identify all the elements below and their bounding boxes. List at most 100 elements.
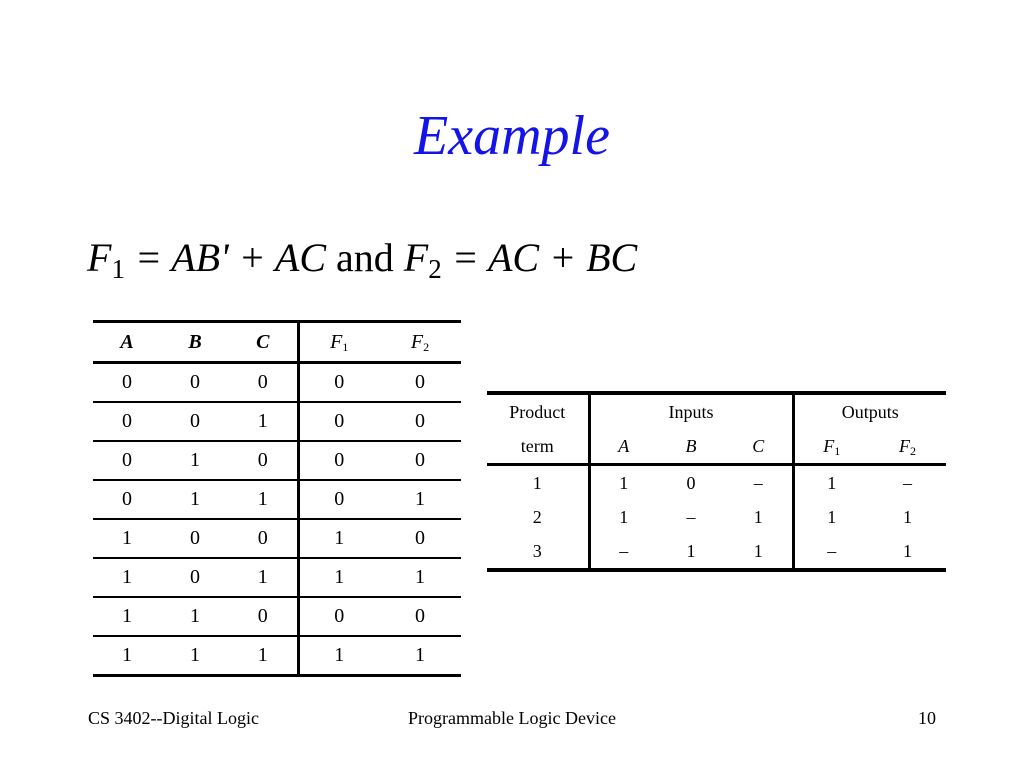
product-table-row: 1 1 0 – 1 – xyxy=(487,464,946,500)
table-cell: 1 xyxy=(298,558,379,598)
product-term-table: Product Inputs Outputs term A B C F1 F2 … xyxy=(487,391,946,572)
table-cell: 1 xyxy=(229,558,300,598)
table-cell: 0 xyxy=(161,402,229,442)
table-cell: 1 xyxy=(725,534,795,572)
table-cell: 1 xyxy=(229,402,300,442)
table-cell: 0 xyxy=(298,362,379,403)
table-cell: – xyxy=(686,506,696,527)
table-cell: 0 xyxy=(379,362,461,403)
table-cell: 0 xyxy=(161,519,229,559)
table-cell: 1 xyxy=(619,506,629,527)
header-output-f2: F2 xyxy=(869,429,946,466)
table-cell: 0 xyxy=(229,441,300,481)
table-cell: – xyxy=(725,464,795,500)
table-cell: 1 xyxy=(379,480,461,520)
header-inputs: Inputs xyxy=(589,391,795,429)
header-input-c: C xyxy=(725,429,795,466)
header-b: B xyxy=(161,320,229,364)
header-f2: F2 xyxy=(379,320,461,364)
table-cell: 1 xyxy=(161,480,229,520)
table-cell: – xyxy=(903,472,912,493)
table-cell: 0 xyxy=(93,441,161,481)
table-cell: 0 xyxy=(161,362,229,403)
f2-subscript: 2 xyxy=(428,254,442,284)
table-cell: 0 xyxy=(93,480,161,520)
table-cell: 0 xyxy=(379,441,461,481)
table-cell: 1 xyxy=(229,636,300,677)
table-cell: 0 xyxy=(93,402,161,442)
table-cell: 1 xyxy=(379,558,461,598)
table-cell: 0 xyxy=(298,402,379,442)
boolean-equation: F1 = AB' + AC and F2 = AC + BC xyxy=(87,234,638,284)
table-cell: 0 xyxy=(229,597,300,637)
table-cell: 0 xyxy=(379,402,461,442)
table-cell: 1 xyxy=(161,597,229,637)
table-cell: 0 xyxy=(298,597,379,637)
table-cell: 3 xyxy=(487,534,591,572)
header-a: A xyxy=(93,320,161,364)
table-cell: 0 xyxy=(298,480,379,520)
table-cell: 1 xyxy=(827,472,837,493)
truth-table-header: A B C F1 F2 xyxy=(93,320,461,364)
header-term: term xyxy=(487,429,591,466)
header-outputs: Outputs xyxy=(793,391,946,429)
table-cell: – xyxy=(793,534,869,572)
header-c: C xyxy=(229,320,300,364)
table-cell: 0 xyxy=(161,558,229,598)
table-cell: 1 xyxy=(93,636,161,677)
table-cell: 1 xyxy=(869,534,946,572)
header-input-a: A xyxy=(589,429,657,466)
header-input-b: B xyxy=(657,429,725,466)
table-cell: 1 xyxy=(487,464,591,500)
f2-variable: F xyxy=(403,235,429,280)
table-cell: 0 xyxy=(379,597,461,637)
product-table-row: 2 1 – 1 1 1 xyxy=(487,500,946,534)
table-cell: 0 xyxy=(229,519,300,559)
header-product: Product xyxy=(487,391,591,429)
table-cell: – xyxy=(589,534,657,572)
table-cell: 0 xyxy=(229,362,300,403)
header-f1: F1 xyxy=(298,320,379,364)
product-table-sub-header: term A B C F1 F2 xyxy=(487,429,946,466)
f2-expression: = AC + BC xyxy=(441,235,638,280)
table-cell: 1 xyxy=(657,534,725,572)
table-cell: 1 xyxy=(827,506,837,527)
f1-expression: = AB' + AC xyxy=(124,235,327,280)
f1-variable: F xyxy=(87,235,112,280)
table-cell: 1 xyxy=(229,480,300,520)
slide-title: Example xyxy=(414,105,610,167)
footer-page-number: 10 xyxy=(918,708,936,728)
table-cell: 1 xyxy=(161,636,229,677)
header-output-f1: F1 xyxy=(793,429,869,466)
table-cell: 1 xyxy=(93,597,161,637)
table-cell: 0 xyxy=(93,362,161,403)
table-cell: 1 xyxy=(619,472,629,493)
table-cell: 0 xyxy=(379,519,461,559)
table-cell: 0 xyxy=(298,441,379,481)
footer-topic: Programmable Logic Device xyxy=(408,708,616,728)
table-cell: 1 xyxy=(93,519,161,559)
table-cell: 1 xyxy=(725,500,795,534)
f1-subscript: 1 xyxy=(111,254,125,284)
table-cell: 1 xyxy=(93,558,161,598)
table-cell: 0 xyxy=(686,472,696,493)
product-table-group-header: Product Inputs Outputs xyxy=(487,391,946,429)
footer-course: CS 3402--Digital Logic xyxy=(88,708,259,728)
table-cell: 1 xyxy=(298,636,379,677)
table-cell: 1 xyxy=(379,636,461,677)
table-cell: 1 xyxy=(298,519,379,559)
table-cell: 2 xyxy=(487,500,591,534)
table-cell: 1 xyxy=(903,506,912,527)
table-cell: 1 xyxy=(161,441,229,481)
equation-joiner: and xyxy=(326,235,404,280)
